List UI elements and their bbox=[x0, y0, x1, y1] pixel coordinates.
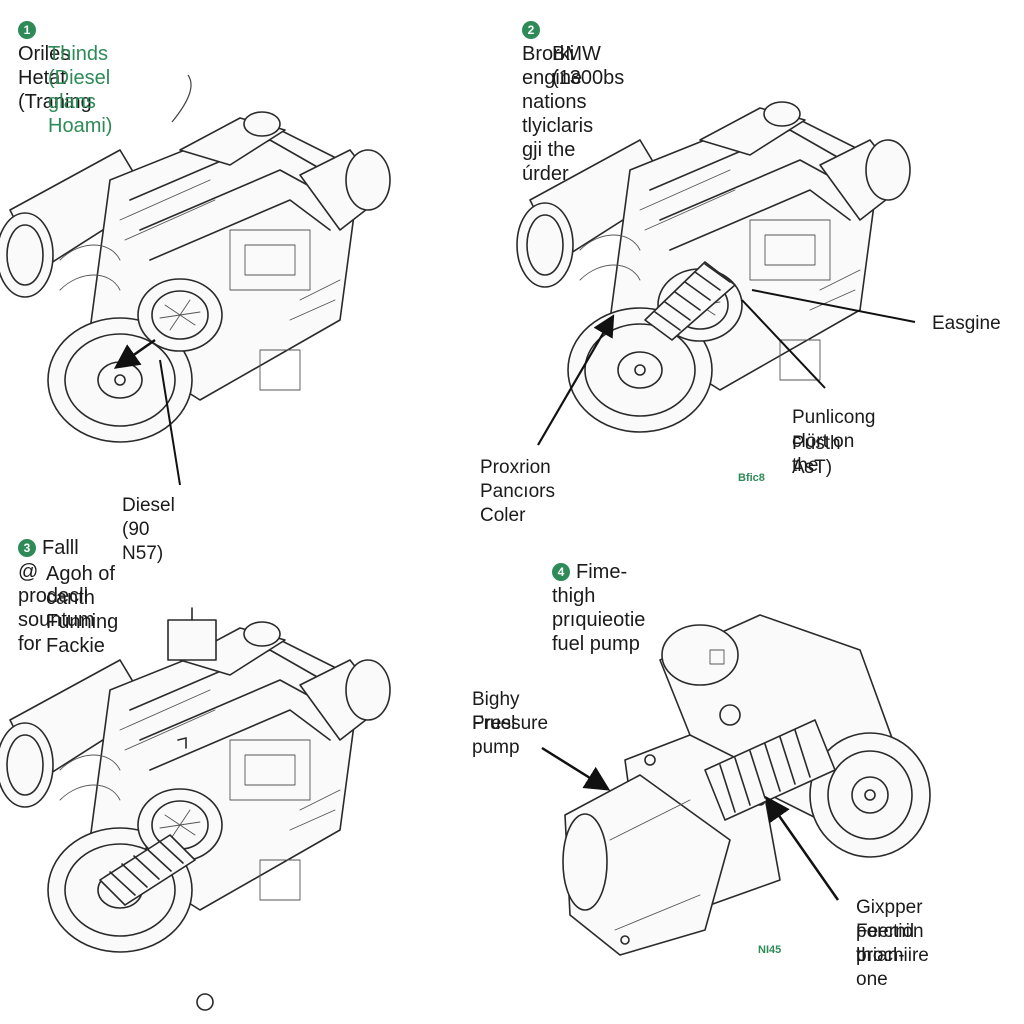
panel-4-label-gixpper: Gixpper Feernil th bbox=[856, 897, 923, 966]
panel-4-tag: NI45 bbox=[758, 944, 782, 956]
panel-2-title-line2: BMW (1300bs bbox=[552, 43, 625, 89]
panel-2-label-easgine: Easgine bbox=[932, 313, 1001, 334]
panel-2-label-proxrion: Proxrion Pancıors Coler bbox=[480, 457, 555, 526]
turbo-coil-icon bbox=[644, 261, 736, 341]
engine-drawing-1 bbox=[0, 74, 391, 486]
panel-3-title-line1: Falll @ prodecli sountum for bbox=[18, 537, 95, 655]
panel-4-label-fruel: Fruel pump bbox=[472, 713, 520, 758]
turbo-coil-icon-3 bbox=[99, 607, 217, 1011]
panel-2-tag: Bfic8 bbox=[738, 472, 765, 484]
panel-4-label-bighy: Bighy Pressure bbox=[472, 689, 549, 734]
panel-2-header: 2Brorki engine nations tlyiclaris gji th… bbox=[522, 18, 593, 186]
step-badge-4: 4 bbox=[552, 563, 570, 581]
panel-2-label-pusth: Pusth AsT) bbox=[792, 433, 841, 478]
engine-drawing-3 bbox=[0, 607, 391, 1011]
step-badge-2: 2 bbox=[522, 21, 540, 39]
panel-1-label-diesel: Diesel (90 N57) bbox=[122, 495, 175, 564]
panel-1-title-line2: Thinds (Diesel glans Hoami) bbox=[48, 43, 113, 137]
panel-4-title-line1: Fime-thigh prıquieotie fuel pump bbox=[552, 561, 646, 655]
step-badge-3: 3 bbox=[18, 539, 36, 557]
panel-4-label-porction: porction brian- bbox=[856, 921, 924, 966]
step-badge-1: 1 bbox=[18, 21, 36, 39]
panel-3-title-line2: Agoh of canth Funning Fackie bbox=[46, 563, 119, 657]
panel-4-label-prochiire: prochiire one bbox=[856, 945, 929, 990]
panel-1-header: 1Oriles Hetat (Traning bbox=[18, 18, 92, 114]
panel-2-title-line1: Brorki engine nations tlyiclaris gji the… bbox=[522, 43, 594, 185]
engine-drawing-2 bbox=[516, 101, 916, 446]
panel-1-title-line1: Oriles Hetat (Traning bbox=[18, 43, 92, 113]
panel-2-label-punlicong: Punlicong clört on the bbox=[792, 407, 876, 476]
fuel-pump-drawing bbox=[562, 614, 931, 956]
